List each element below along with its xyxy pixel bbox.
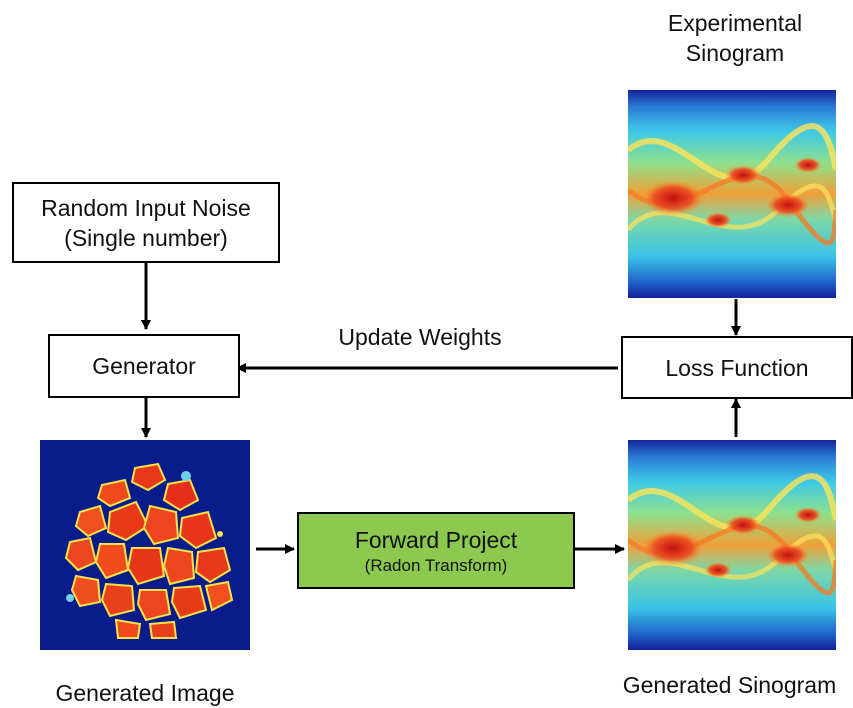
loss-function-box: Loss Function — [621, 336, 853, 399]
random-input-noise-box: Random Input Noise (Single number) — [12, 182, 280, 263]
experimental-sinogram-image — [628, 90, 836, 298]
forward-project-box: Forward Project (Radon Transform) — [297, 512, 575, 589]
update-weights-label: Update Weights — [338, 324, 502, 350]
generated-sinogram-image — [628, 440, 836, 650]
forward-line2: (Radon Transform) — [364, 555, 508, 575]
experimental-line2: Sinogram — [685, 40, 785, 66]
experimental-sinogram-label: Experimental Sinogram — [630, 8, 840, 68]
generator-box: Generator — [48, 334, 240, 398]
generator-label: Generator — [92, 353, 196, 379]
generated-image-label: Generated Image — [55, 680, 235, 706]
loss-function-label: Loss Function — [665, 354, 809, 381]
forward-line1: Forward Project — [354, 526, 518, 553]
experimental-line1: Experimental — [667, 10, 803, 36]
noise-line1: Random Input Noise — [41, 194, 251, 221]
generated-sinogram-label: Generated Sinogram — [622, 672, 837, 698]
noise-line2: (Single number) — [64, 224, 228, 251]
generated-image — [40, 440, 250, 650]
